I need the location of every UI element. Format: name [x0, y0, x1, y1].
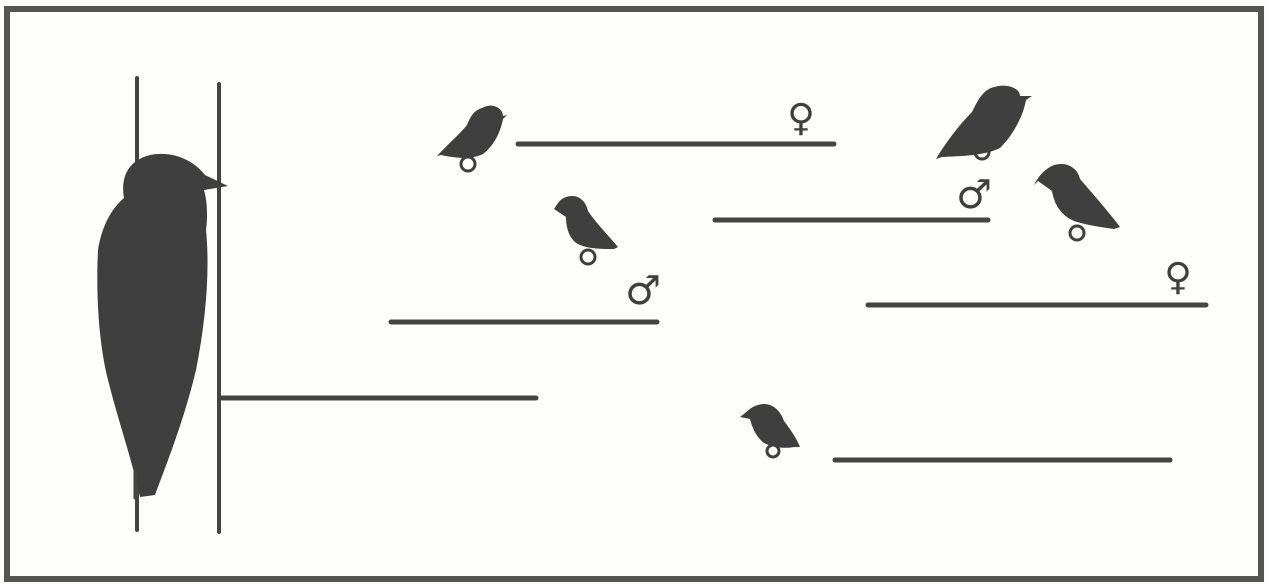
- female-symbol-icon: ♀: [1164, 255, 1192, 299]
- male-symbol-icon: ♂: [956, 172, 992, 218]
- bird-icon: [437, 106, 507, 171]
- bird-icon: [554, 196, 618, 264]
- bird-icon: [740, 404, 800, 457]
- bird-icon: [1034, 164, 1120, 240]
- male-symbol-icon: ♂: [625, 268, 661, 314]
- female-symbol-icon: ♀: [787, 96, 815, 140]
- woodpecker-icon: [97, 154, 228, 498]
- bird-icon: [936, 86, 1032, 159]
